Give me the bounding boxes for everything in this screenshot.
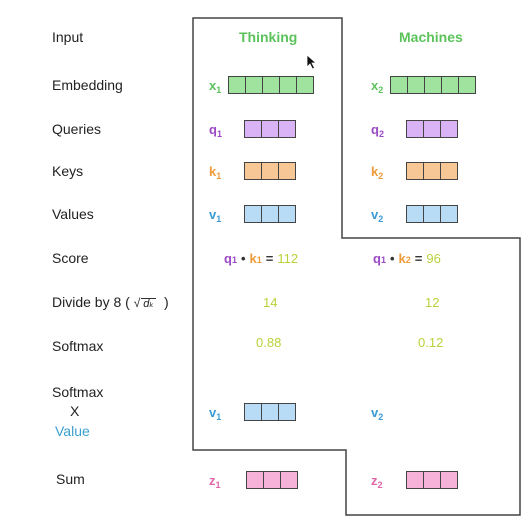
- score-value-2: 96: [426, 251, 441, 266]
- row-label-embedding: Embedding: [52, 77, 123, 93]
- key-cell: [423, 162, 440, 180]
- score-value-1: 112: [277, 251, 299, 266]
- outline-path: [192, 17, 521, 516]
- value-label-1: v1: [209, 207, 222, 224]
- weighted-value-cell: [261, 403, 278, 421]
- row-label-values: Values: [52, 206, 94, 222]
- sum-vector-1: [246, 471, 298, 489]
- column-word-machines: Machines: [399, 29, 463, 45]
- embedding-cell: [279, 76, 296, 94]
- row-label-softmax-x-value-3: Value: [55, 423, 90, 439]
- divide-close: ): [164, 294, 169, 310]
- query-cell: [244, 120, 261, 138]
- column-word-thinking: Thinking: [239, 29, 298, 45]
- weighted-value-vector-1: [244, 403, 296, 421]
- row-label-softmax: Softmax: [52, 338, 104, 354]
- key-cell: [261, 162, 278, 180]
- key-vector-1: [244, 162, 296, 180]
- query-vector-1: [244, 120, 296, 138]
- value-cell: [244, 205, 261, 223]
- value-cell: [261, 205, 278, 223]
- row-label-sum: Sum: [56, 471, 85, 487]
- embedding-cell: [245, 76, 262, 94]
- value-cell: [423, 205, 440, 223]
- embedding-label-1: x1: [209, 78, 222, 95]
- embedding-cell: [424, 76, 441, 94]
- softmax-score-2: 0.12: [418, 335, 444, 350]
- embedding-cell: [262, 76, 279, 94]
- embedding-label-2: x2: [371, 78, 384, 95]
- query-vector-2: [406, 120, 458, 138]
- value-cell: [440, 205, 458, 223]
- value-cell: [406, 205, 423, 223]
- key-cell: [406, 162, 423, 180]
- row-label-input: Input: [52, 29, 84, 45]
- row-label-score: Score: [52, 250, 89, 266]
- query-cell: [278, 120, 296, 138]
- key-label-2: k2: [371, 164, 384, 181]
- sum-cell: [280, 471, 298, 489]
- divide-text: Divide by 8 (: [52, 294, 130, 310]
- value-label-2: v2: [371, 207, 384, 224]
- divided-score-2: 12: [425, 295, 440, 310]
- query-cell: [440, 120, 458, 138]
- key-label-1: k1: [209, 164, 222, 181]
- value-vector-1: [244, 205, 296, 223]
- weighted-value-label-2: v2: [371, 405, 384, 422]
- query-label-2: q2: [371, 122, 384, 139]
- query-cell: [406, 120, 423, 138]
- embedding-cell: [296, 76, 314, 94]
- sum-cell: [246, 471, 263, 489]
- key-cell: [244, 162, 261, 180]
- query-cell: [423, 120, 440, 138]
- value-vector-2: [406, 205, 458, 223]
- row-label-softmax-x-value-1: Softmax: [52, 384, 104, 400]
- row-label-softmax-x-value-2: X: [70, 403, 80, 419]
- value-cell: [278, 205, 296, 223]
- embedding-vector-2: [390, 76, 476, 94]
- sum-cell: [406, 471, 423, 489]
- key-vector-2: [406, 162, 458, 180]
- sqrt-dk: dₖ: [141, 298, 157, 310]
- row-label-queries: Queries: [52, 121, 102, 137]
- embedding-cell: [390, 76, 407, 94]
- embedding-cell: [407, 76, 424, 94]
- weighted-value-cell: [278, 403, 296, 421]
- sum-vector-2: [406, 471, 458, 489]
- row-label-divide: Divide by 8 ( √dₖ ): [52, 294, 169, 310]
- key-cell: [440, 162, 458, 180]
- mouse-cursor-icon: [306, 54, 318, 70]
- sum-cell: [423, 471, 440, 489]
- weighted-value-cell: [244, 403, 261, 421]
- embedding-cell: [441, 76, 458, 94]
- sum-label-2: z2: [371, 473, 383, 490]
- key-cell: [278, 162, 296, 180]
- embedding-cell: [228, 76, 245, 94]
- embedding-cell: [458, 76, 476, 94]
- divided-score-1: 14: [263, 295, 278, 310]
- sqrt-symbol: √: [133, 296, 141, 310]
- row-label-keys: Keys: [52, 163, 84, 179]
- sum-label-1: z1: [209, 473, 221, 490]
- softmax-score-1: 0.88: [256, 335, 282, 350]
- sum-cell: [263, 471, 280, 489]
- query-cell: [261, 120, 278, 138]
- sum-cell: [440, 471, 458, 489]
- query-label-1: q1: [209, 122, 222, 139]
- weighted-value-label-1: v1: [209, 405, 222, 422]
- embedding-vector-1: [228, 76, 314, 94]
